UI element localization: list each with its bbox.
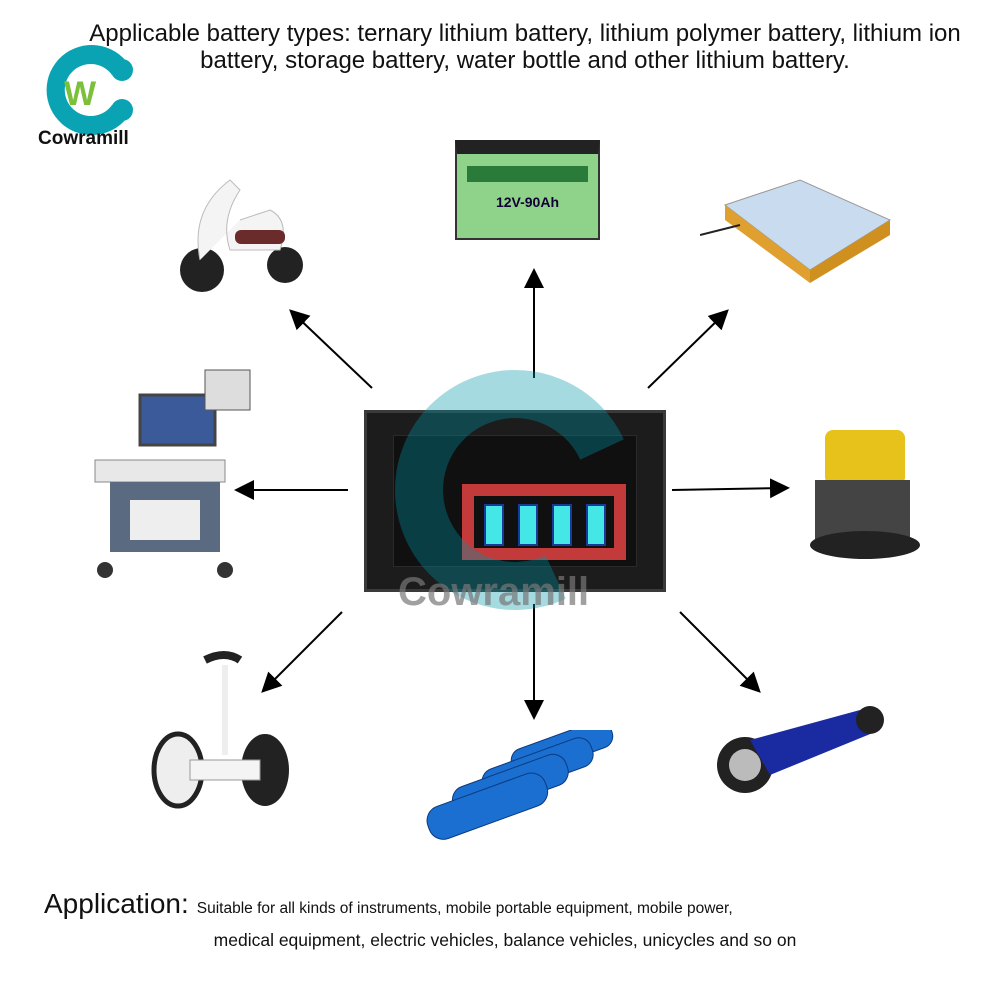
application-text-1: Suitable for all kinds of instruments, m… <box>196 900 733 917</box>
level-bar-4 <box>586 504 606 546</box>
level-bar-1 <box>484 504 504 546</box>
application-title: Application: <box>44 888 189 919</box>
hoverboard-image <box>717 706 884 793</box>
battery-level-icon <box>462 484 626 560</box>
logo-brand-name: Cowramill <box>38 128 129 149</box>
lead-acid-battery-image: 12V-90Ah <box>455 140 600 240</box>
battery-indicator-display <box>364 410 666 592</box>
applicable-battery-types-text: Applicable battery types: ternary lithiu… <box>89 20 961 74</box>
level-bar-2 <box>518 504 538 546</box>
application-line-2: medical equipment, electric vehicles, ba… <box>213 930 797 950</box>
arrow-right <box>671 478 790 499</box>
arrow-down-right <box>679 611 761 693</box>
battery-label: 12V-90Ah <box>495 194 560 210</box>
svg-text:W: W <box>64 75 97 113</box>
cowramill-logo: W <box>46 45 133 135</box>
level-bar-3 <box>552 504 572 546</box>
arrow-up-left <box>289 309 373 389</box>
medical-equipment-cart-image <box>94 369 251 578</box>
watermark-text: Cowramill <box>398 570 590 614</box>
lithium-ion-cells-image <box>426 730 614 840</box>
balance-vehicle-image <box>151 651 289 809</box>
arrow-down-left <box>261 611 343 693</box>
scooter-image <box>180 179 303 292</box>
floor-scrubber-image <box>810 430 920 559</box>
arrow-up-right <box>647 309 729 389</box>
application-line-1: Application: Suitable for all kinds of in… <box>44 888 733 920</box>
lithium-polymer-battery-image <box>700 179 892 283</box>
